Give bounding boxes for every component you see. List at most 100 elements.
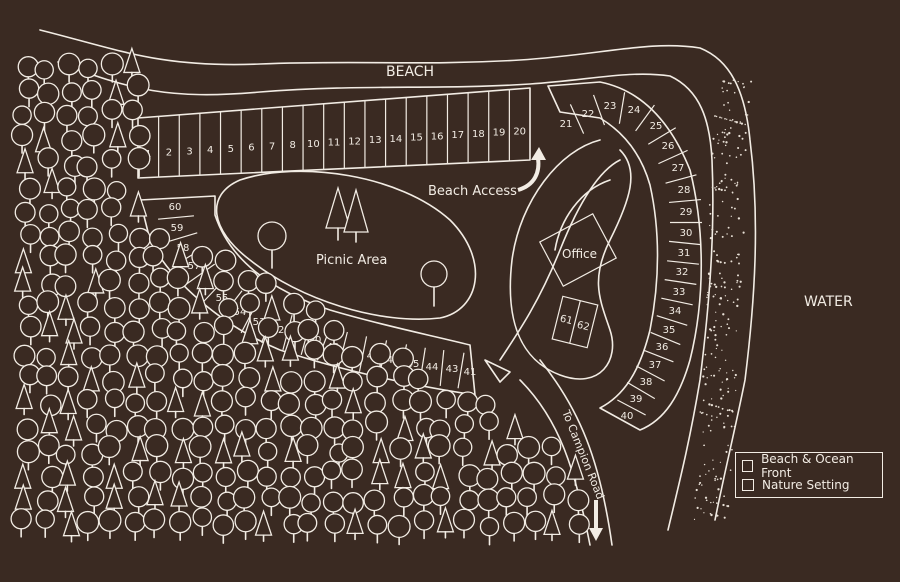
tree-icon xyxy=(101,98,123,129)
pine-tree-icon xyxy=(127,361,146,394)
tree-icon xyxy=(191,245,214,276)
site-18: 18 xyxy=(472,129,485,140)
tree-icon xyxy=(98,268,121,299)
pine-tree-icon xyxy=(325,185,369,243)
site-41: 41 xyxy=(464,367,477,378)
site-25: 25 xyxy=(650,121,663,132)
legend-swatch xyxy=(742,478,754,491)
tree-icon xyxy=(34,60,54,89)
road-arrowhead-icon xyxy=(589,528,603,541)
tree-icon xyxy=(82,123,106,154)
tree-icon xyxy=(37,147,59,177)
site-34: 34 xyxy=(669,306,682,317)
tree-icon xyxy=(210,390,234,421)
legend-swatch xyxy=(742,459,754,472)
site-54: 54 xyxy=(234,307,247,318)
tree-icon xyxy=(393,487,414,517)
site-20: 20 xyxy=(513,126,526,137)
tree-icon xyxy=(364,410,389,441)
legend-item-nature-setting: Nature Setting xyxy=(742,475,876,494)
site-7: 7 xyxy=(269,141,275,152)
tree-icon xyxy=(14,201,36,232)
tree-icon xyxy=(213,270,234,300)
tree-icon xyxy=(54,243,77,274)
tree-icon xyxy=(543,483,566,514)
tree-icon xyxy=(169,510,192,541)
site-29: 29 xyxy=(680,207,693,218)
tree-icon xyxy=(19,315,42,346)
tree-icon xyxy=(81,79,102,109)
site-45: 45 xyxy=(407,359,420,370)
site-43: 43 xyxy=(446,364,459,375)
tree-icon xyxy=(98,508,122,540)
legend-label: Beach & Ocean Front xyxy=(761,451,854,480)
water-label: WATER xyxy=(804,294,853,310)
pine-tree-icon xyxy=(506,412,524,446)
tree-icon xyxy=(76,198,98,229)
site-21: 21 xyxy=(560,119,573,130)
tree-icon xyxy=(214,414,235,444)
site-22: 22 xyxy=(582,109,595,120)
tree-icon xyxy=(233,341,257,372)
tree-icon xyxy=(453,437,473,467)
pine-tree-icon xyxy=(65,316,83,350)
tree-icon xyxy=(84,486,105,516)
tree-icon xyxy=(18,78,40,108)
pine-tree-icon xyxy=(344,386,363,420)
pine-tree-icon xyxy=(566,453,585,486)
tree-icon xyxy=(122,99,143,129)
tree-icon xyxy=(172,368,193,398)
tree-icon xyxy=(101,197,122,227)
tree-icon xyxy=(142,508,166,539)
tree-icon xyxy=(37,434,60,465)
tree-icon xyxy=(413,510,435,540)
site-23: 23 xyxy=(604,101,617,112)
tree-icon xyxy=(122,461,143,491)
pine-tree-icon xyxy=(281,334,300,367)
tree-icon xyxy=(324,513,346,543)
legend-item-beach-ocean-front: Beach & Ocean Front xyxy=(742,452,876,480)
tree-icon xyxy=(99,344,121,374)
tree-icon xyxy=(166,266,190,297)
tree-icon xyxy=(454,414,475,443)
pine-tree-icon xyxy=(64,413,83,447)
pine-tree-icon xyxy=(40,309,59,343)
tree-icon xyxy=(303,466,326,496)
site-15: 15 xyxy=(410,133,423,144)
office-area: Office 61 62 xyxy=(509,139,632,380)
pine-tree-icon xyxy=(13,265,32,298)
pine-tree-icon xyxy=(370,457,389,491)
tree-icon xyxy=(283,292,306,323)
tree-icon xyxy=(297,318,320,349)
site-10: 10 xyxy=(307,139,320,150)
tree-icon xyxy=(427,434,451,465)
pine-tree-icon xyxy=(214,436,233,470)
tree-icon xyxy=(341,458,363,489)
tree-icon xyxy=(369,342,391,373)
pine-tree-icon xyxy=(174,436,193,470)
pine-tree-icon xyxy=(16,146,34,180)
beach-access-label: Beach Access xyxy=(428,184,517,199)
site-24: 24 xyxy=(628,105,641,116)
tree-icon xyxy=(82,244,103,274)
tree-icon xyxy=(258,441,278,471)
tree-icon xyxy=(255,272,277,302)
site-28: 28 xyxy=(678,185,691,196)
tree-icon xyxy=(255,417,277,448)
pine-tree-icon xyxy=(346,507,364,541)
tree-icon xyxy=(61,130,83,160)
tree-icon xyxy=(235,386,256,416)
site-55: 55 xyxy=(216,293,229,304)
tree-icon xyxy=(86,413,107,443)
site-40: 40 xyxy=(621,411,634,422)
site-5: 5 xyxy=(228,144,234,155)
tree-icon xyxy=(340,345,364,376)
tree-icon xyxy=(128,272,150,303)
tree-icon xyxy=(479,516,500,546)
site-59: 59 xyxy=(171,223,184,234)
pine-tree-icon xyxy=(256,334,275,368)
tree-icon xyxy=(10,508,32,538)
pine-tree-icon xyxy=(57,293,75,327)
office-label: Office xyxy=(562,247,597,261)
tree-icon xyxy=(517,487,538,516)
